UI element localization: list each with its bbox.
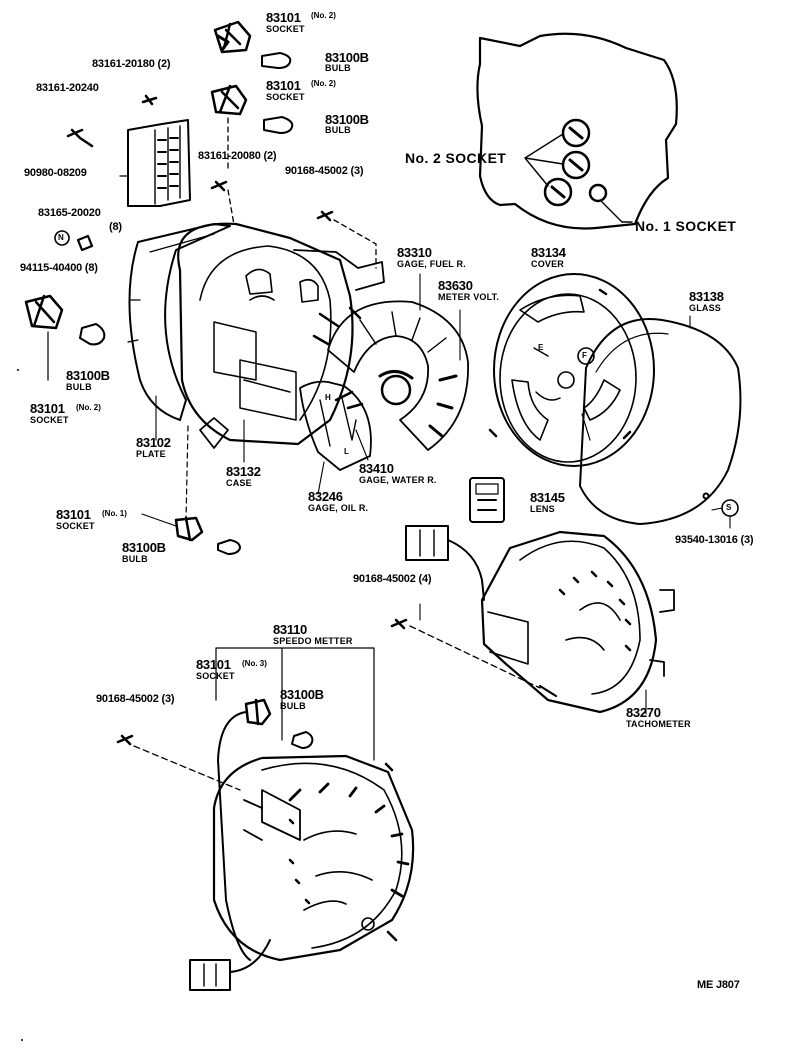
gauge-fuel-volt-icon [327,300,469,451]
socket-mid-icon [210,84,248,116]
speedometer-icon [212,754,415,962]
volt-meter-name: METER VOLT. [438,292,500,302]
bulb-low-name: BULB [122,554,148,564]
socket-mid-number: (No. 2) [311,79,336,88]
cover-icon [488,273,655,467]
connector-icon [119,119,191,207]
oil-gage-name: GAGE, OIL R. [308,503,369,513]
connector-tacho-icon [405,525,485,601]
no1-socket-label: No. 1 SOCKET [635,218,737,234]
bulb-speedo-name: BULB [280,701,306,711]
cover-part-number: 83134 [531,245,566,260]
oil-h-mark: H [325,393,331,402]
connector-part-number: 90980-08209 [24,167,87,179]
bulb-speedo-part-number: 83100B [280,687,324,702]
cover-rear-view [476,32,678,230]
oil-l-mark: L [344,447,349,456]
socket-top-icon [213,20,252,54]
plate-part-number: 83102 [136,435,171,450]
bulb-speedo-icon [291,731,314,749]
case-part-number: 83132 [226,464,261,479]
bulb-left-name: BULB [66,382,92,392]
tachometer-name: TACHOMETER [626,719,691,729]
bulb-left-icon [79,323,106,346]
plate-name: PLATE [136,449,166,459]
screw-f-part-number: 90168-45002 (4) [353,573,432,585]
screw-icon [390,618,408,630]
fuel-gage-name: GAGE, FUEL R. [397,259,466,269]
speedometer-part-number: 83110 [273,622,307,637]
bulb-mid-icon [263,116,294,134]
socket-no3-number: (No. 3) [242,659,267,668]
socket-left-name: SOCKET [30,415,69,425]
socket-top-number: (No. 2) [311,11,336,20]
socket-no1-name: SOCKET [56,521,95,531]
plate-icon [127,223,231,421]
case-icon [177,222,385,449]
socket-no1-number: (No. 1) [102,509,127,518]
nut-icon [54,230,94,252]
bulb-mid-name: BULB [325,125,351,135]
screw-icon [66,94,334,222]
n-mark: N [58,233,64,242]
bulb-top-icon [261,52,292,69]
volt-meter-part-number: 83630 [438,278,473,293]
glass-name: GLASS [689,303,722,313]
bulb-left-part-number: 83100B [66,368,110,383]
case-name: CASE [226,478,252,488]
bulb-top-part-number: 83100B [325,50,369,65]
screw-g-part-number: 90168-45002 (3) [96,693,175,705]
screw-e-part-number: 93540-13016 (3) [675,534,754,546]
lens-icon [469,477,505,523]
socket-no1-icon [174,516,204,542]
screw-d-part-number: 90168-45002 (3) [285,165,364,177]
cover-name: COVER [531,259,565,269]
lens-part-number: 83145 [530,490,565,505]
screw-a-part-number: 83161-20180 (2) [92,58,171,70]
nut-quantity: (8) [109,221,122,233]
glass-part-number: 83138 [689,289,724,304]
water-gage-name: GAGE, WATER R. [359,475,437,485]
socket-no3-icon [217,698,272,961]
glass-icon [579,318,742,525]
screw-b-part-number: 83161-20240 [36,82,99,94]
reference-code: ME J807 [697,979,740,991]
bulb-low-icon [217,539,241,555]
socket-no3-part-number: 83101 [196,657,231,672]
speedometer-name: SPEEDO METTER [273,636,353,646]
tachometer-part-number: 83270 [626,705,661,720]
bulb-low-part-number: 83100B [122,540,166,555]
socket-left-icon [24,294,64,330]
socket-left-part-number: 83101 [30,401,65,416]
tachometer-icon [480,530,675,714]
socket-mid-part-number: 83101 [266,78,301,93]
socket-top-part-number: 83101 [266,10,301,25]
no2-socket-label: No. 2 SOCKET [405,150,507,166]
connector-speedo-icon [189,939,271,991]
oil-gage-part-number: 83246 [308,489,343,504]
cover-fuel-e-mark: E [538,343,544,352]
socket-no3-name: SOCKET [196,671,235,681]
bulb-top-name: BULB [325,63,351,73]
cover-fuel-f-mark: F [582,351,587,360]
bulb-mid-part-number: 83100B [325,112,369,127]
nut-part-number: 83165-20020 [38,207,101,219]
screw-icon [116,734,134,746]
water-gage-part-number: 83410 [359,461,394,476]
s-mark: S [726,503,732,512]
screw-c-part-number: 83161-20080 (2) [198,150,277,162]
socket-left-number: (No. 2) [76,403,101,412]
socket-mid-name: SOCKET [266,92,305,102]
lens-name: LENS [530,504,555,514]
socket-no1-part-number: 83101 [56,507,91,522]
gauge-water-oil-icon [299,380,372,471]
fuel-gage-part-number: 83310 [397,245,432,260]
washer-part-number: 94115-40400 (8) [20,262,98,274]
socket-top-name: SOCKET [266,24,305,34]
